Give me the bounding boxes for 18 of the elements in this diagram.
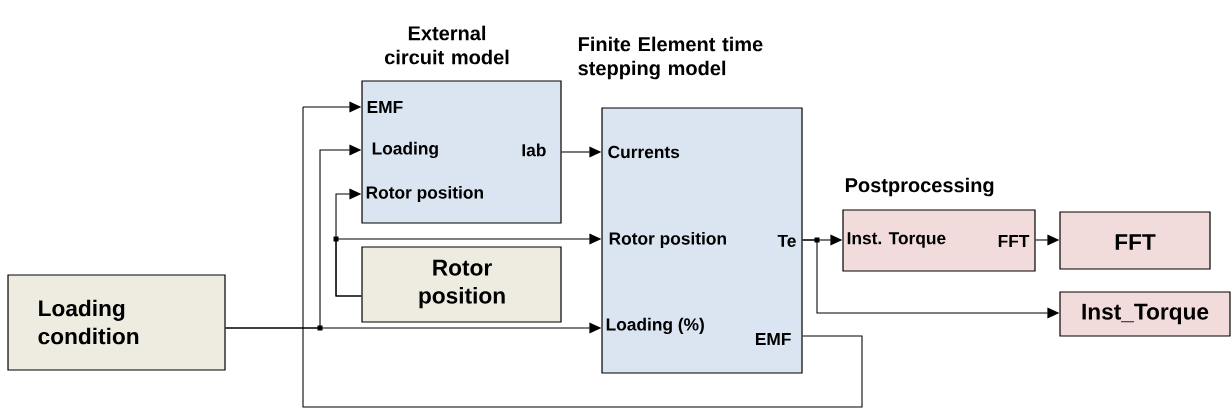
port-label: Loading (%) <box>606 317 704 335</box>
port-label: Currents <box>608 145 680 159</box>
port-label: Inst. Torque <box>847 232 946 248</box>
port-label: EMF <box>755 333 791 345</box>
block-label: Loading condition <box>38 299 139 345</box>
block-label: FFT <box>1115 234 1156 250</box>
port-label: Rotor position <box>609 231 726 249</box>
block-heading: Postprocessing <box>845 177 994 197</box>
port-label: Rotor position <box>366 185 483 203</box>
port-label: Te <box>777 234 796 248</box>
block-heading: External circuit model <box>385 25 509 65</box>
port-label: FFT <box>998 235 1030 247</box>
port-label: Iab <box>522 143 546 157</box>
port-label: Loading <box>372 141 438 159</box>
block-label: Inst_Torque <box>1082 303 1209 325</box>
block-label: Rotor position <box>419 259 505 309</box>
block-heading: Finite Element time stepping model <box>578 36 763 80</box>
port-label: EMF <box>367 101 403 113</box>
